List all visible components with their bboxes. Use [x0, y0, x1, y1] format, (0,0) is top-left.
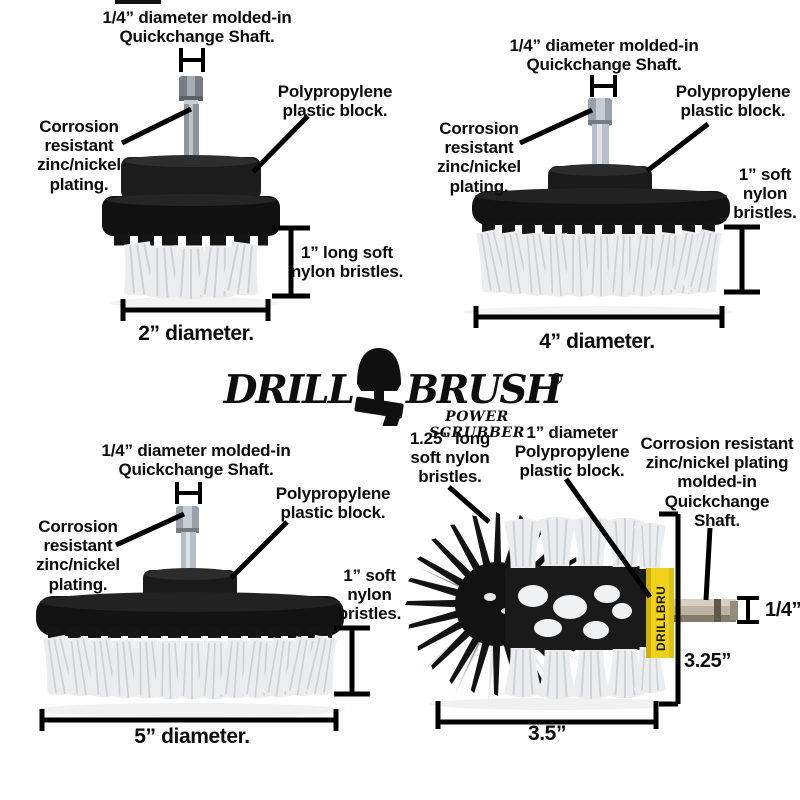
crop-artifact — [115, 0, 161, 4]
dim-diameter-4in: 4” diameter. — [539, 330, 655, 353]
logo-word-drill: DRILL — [223, 367, 355, 413]
shaft-width-brackets — [175, 48, 759, 624]
logo-word-brush: BRUSH — [406, 367, 562, 413]
callout-block-2in: Polypropylene plastic block. — [277, 82, 393, 121]
dim-width-original: 3.5” — [527, 722, 567, 745]
callout-bristles-2in: 1” long soft nylon bristles. — [290, 243, 404, 282]
callout-bristles-4in: 1” soft nylon bristles. — [733, 165, 797, 223]
callout-bristles-5in: 1” soft nylon bristles. — [337, 566, 402, 624]
callout-bristles-original: 1.25” long soft nylon bristles. — [409, 429, 491, 487]
brush-4in-image — [463, 98, 733, 318]
callout-shaft-5in: 1/4” diameter molded-in Quickchange Shaf… — [101, 441, 291, 480]
callout-shaft-2in: 1/4” diameter molded-in Quickchange Shaf… — [102, 8, 292, 47]
measurement-lines — [39, 106, 760, 731]
dim-diameter-2in: 2” diameter. — [138, 322, 254, 345]
registered-trademark: ® — [549, 370, 564, 388]
brush-2in-image — [102, 76, 280, 309]
callout-shaft-4in: 1/4” diameter molded-in Quickchange Shaf… — [509, 36, 699, 75]
logo-tagline: POWER SCRUBBER — [429, 409, 525, 441]
callout-shaft-plating-original: Corrosion resistant zinc/nickel plating … — [640, 434, 794, 530]
drillbrush-band: DRILLBRU — [646, 568, 674, 658]
dim-shaft-original: 1/4” — [765, 599, 800, 621]
brush-5in-image — [35, 506, 345, 717]
callout-block-5in: Polypropylene plastic block. — [275, 484, 391, 523]
hex-shaft — [674, 599, 738, 622]
callout-plating-5in: Corrosion resistant zinc/nickel plating. — [36, 517, 120, 594]
callout-block-4in: Polypropylene plastic block. — [675, 82, 791, 121]
drill-icon — [354, 348, 404, 426]
callout-plating-4in: Corrosion resistant zinc/nickel plating. — [437, 119, 521, 196]
brush-original-image: DRILLBRU — [405, 512, 738, 710]
callout-plating-2in: Corrosion resistant zinc/nickel plating. — [37, 117, 121, 194]
dim-diameter-5in: 5” diameter. — [134, 725, 250, 748]
callout-block-original: 1” diameter Polypropylene plastic block. — [514, 423, 630, 481]
dim-length-original: 3.25” — [684, 650, 731, 672]
band-text: DRILLBRU — [654, 586, 668, 651]
